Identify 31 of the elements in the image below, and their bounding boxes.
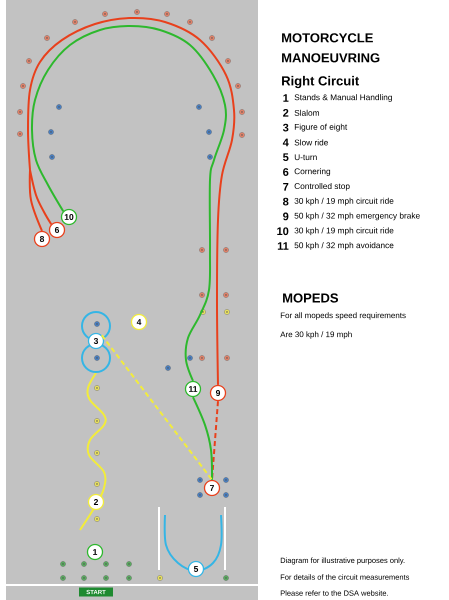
item-number: 9 [283, 212, 288, 220]
item-text: 50 kph / 32 mph avoidance [294, 242, 394, 250]
note-text: Are 30 kph / 19 mph [280, 331, 352, 339]
item-text: Figure of eight [294, 124, 348, 132]
heading: MOPEDS [283, 293, 338, 303]
route-line [192, 396, 213, 480]
item-text: Controlled stop [294, 182, 350, 191]
item-text: Slalom [294, 110, 320, 116]
item-text: Cornering [294, 168, 330, 176]
item-number: 11 [278, 242, 288, 250]
route-line [28, 170, 43, 232]
route-line [100, 334, 213, 480]
item-text: Stands & Manual Handling [294, 94, 392, 102]
item-text: U-turn [294, 154, 317, 160]
item-text: 30 kph / 19 mph circuit ride [294, 198, 394, 206]
note-text: For all mopeds speed requirements [280, 312, 406, 320]
route-line [29, 170, 52, 225]
item-text: 50 kph / 32 mph emergency brake [294, 212, 420, 220]
item-number: 7 [283, 183, 288, 191]
item-number: 1 [283, 94, 288, 102]
item-number: 4 [282, 138, 289, 146]
item-number: 8 [283, 198, 288, 206]
item-number: 5 [283, 153, 288, 162]
subtitle: Right Circuit [282, 76, 360, 88]
item-text: 30 kph / 19 mph circuit ride [294, 227, 394, 236]
item-number: 2 [283, 108, 288, 117]
item-number: 3 [282, 124, 288, 132]
item-text: Slow ride [294, 139, 328, 146]
item-number: 10 [277, 227, 288, 236]
title: MOTORCYCLE MANOEUVRING [282, 33, 380, 62]
item-number: 6 [283, 168, 288, 176]
